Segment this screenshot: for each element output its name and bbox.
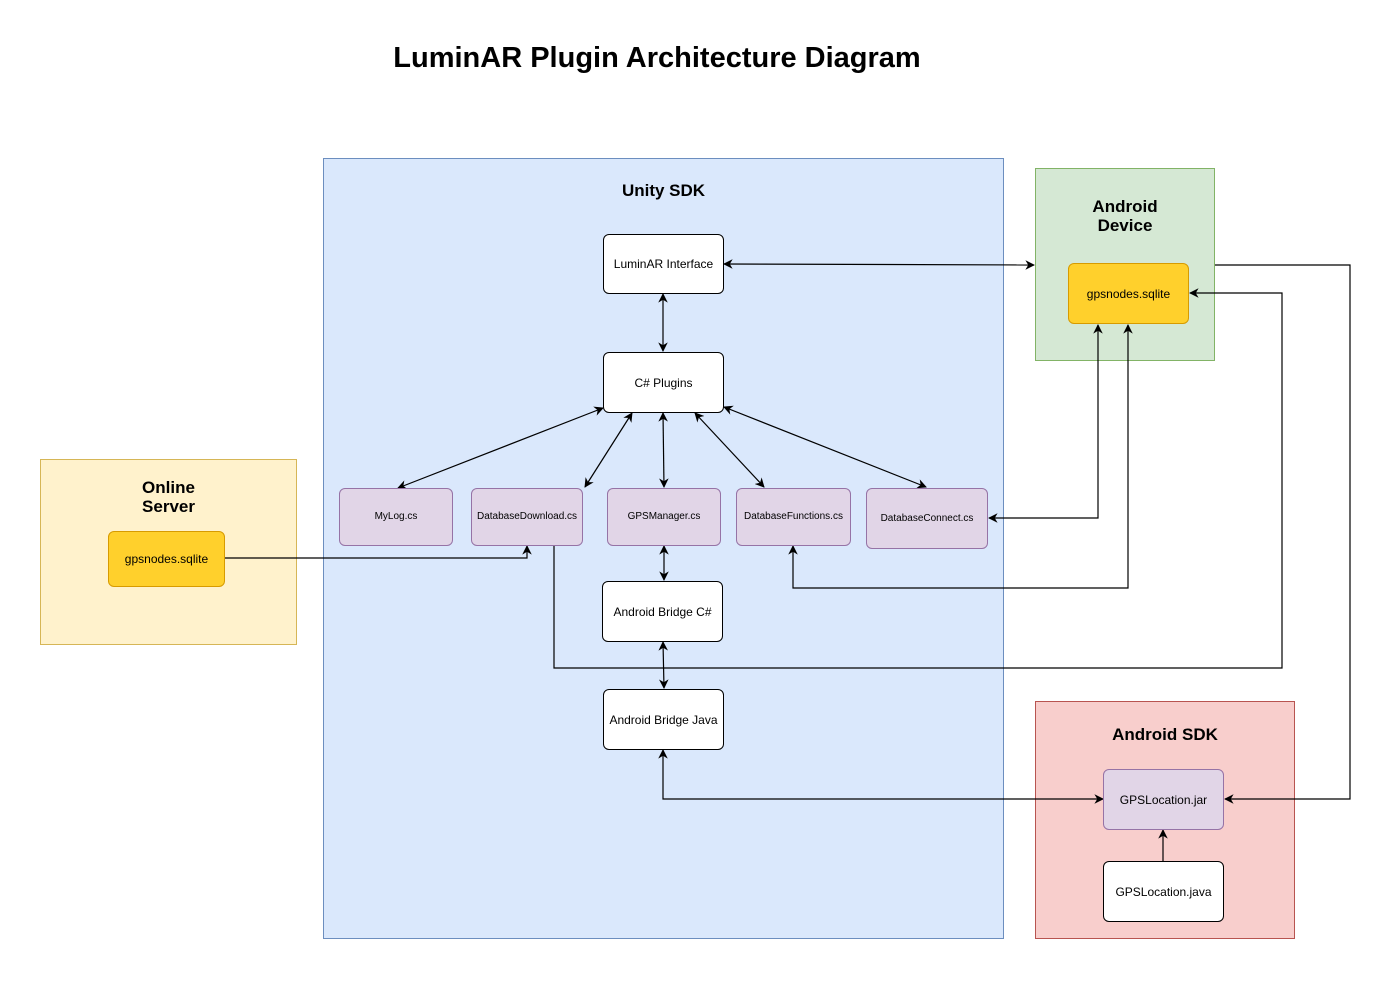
gps-manager-node[interactable]: GPSManager.cs <box>607 488 721 546</box>
mylog-node[interactable]: MyLog.cs <box>339 488 453 546</box>
edge-plugins-dbfunctions <box>694 412 765 488</box>
edge-plugins-dbconnect <box>723 405 927 489</box>
server-sqlite-node[interactable]: gpsnodes.sqlite <box>108 531 225 587</box>
online-server-label: Online Server <box>142 478 195 516</box>
luminar-interface-node[interactable]: LuminAR Interface <box>603 234 724 294</box>
android-device-label: Android Device <box>1092 197 1158 235</box>
edge-dbfunctions-device <box>788 324 1133 589</box>
database-download-node[interactable]: DatabaseDownload.cs <box>471 488 583 546</box>
edge-bridgejava-jar <box>658 749 1104 804</box>
edge-interface-device <box>723 259 1035 270</box>
edge-server-dbdownload <box>225 545 532 559</box>
database-connect-node[interactable]: DatabaseConnect.cs <box>866 488 988 549</box>
device-sqlite-node[interactable]: gpsnodes.sqlite <box>1068 263 1189 324</box>
csharp-plugins-node[interactable]: C# Plugins <box>603 352 724 413</box>
android-bridge-java-node[interactable]: Android Bridge Java <box>603 689 724 750</box>
android-bridge-csharp-node[interactable]: Android Bridge C# <box>602 581 723 642</box>
diagram-title: LuminAR Plugin Architecture Diagram <box>393 42 921 74</box>
edge-plugins-mylog <box>397 406 604 490</box>
gps-location-java-node[interactable]: GPSLocation.java <box>1103 861 1224 922</box>
unity-sdk-label: Unity SDK <box>621 181 706 200</box>
edge-device-jar <box>1215 264 1351 804</box>
android-sdk-label: Android SDK <box>1112 725 1218 744</box>
edge-plugins-gpsmanager <box>658 412 669 488</box>
edge-plugins-dbdownload <box>584 412 633 488</box>
gps-location-jar-node[interactable]: GPSLocation.jar <box>1103 769 1224 830</box>
edge-bridgecs-bridgejava <box>658 641 669 689</box>
database-functions-node[interactable]: DatabaseFunctions.cs <box>736 488 851 546</box>
edge-dbdownload-device <box>553 288 1283 669</box>
edge-dbconnect-device <box>988 324 1103 523</box>
